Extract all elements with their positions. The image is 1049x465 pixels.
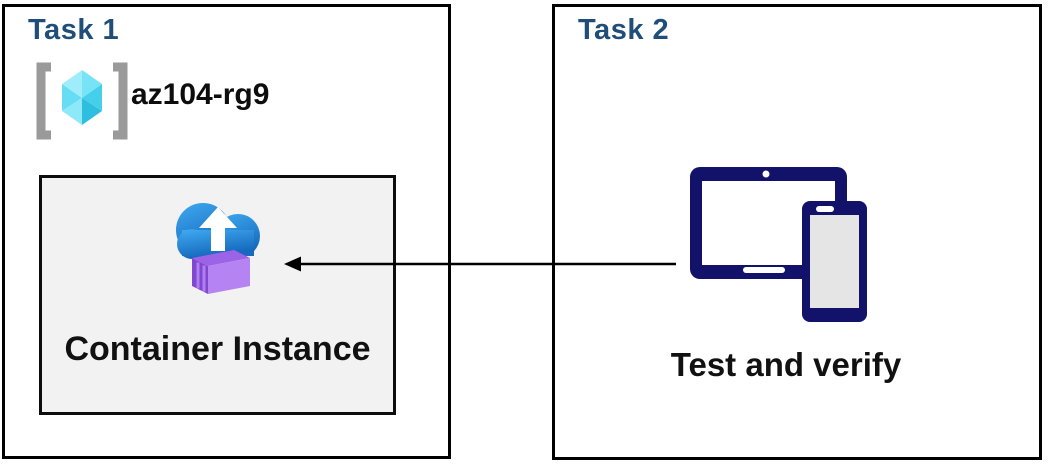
- container-cube: [192, 250, 250, 294]
- right-bracket: [113, 62, 128, 140]
- container-instance-icon: [176, 203, 260, 294]
- task1-title: Task 1: [28, 14, 120, 46]
- task2-title: Task 2: [578, 14, 670, 46]
- resource-group-icon: [36, 62, 128, 140]
- test-and-verify-label: Test and verify: [670, 346, 902, 383]
- phone-icon: [802, 201, 867, 322]
- left-bracket: [36, 62, 51, 140]
- upload-arrow-icon: [199, 207, 237, 251]
- tablet-and-phone-icon: [690, 167, 867, 322]
- cyan-cube: [62, 70, 102, 125]
- resource-group-name: az104-rg9: [131, 78, 270, 111]
- container-instance-label: Container Instance: [64, 330, 371, 368]
